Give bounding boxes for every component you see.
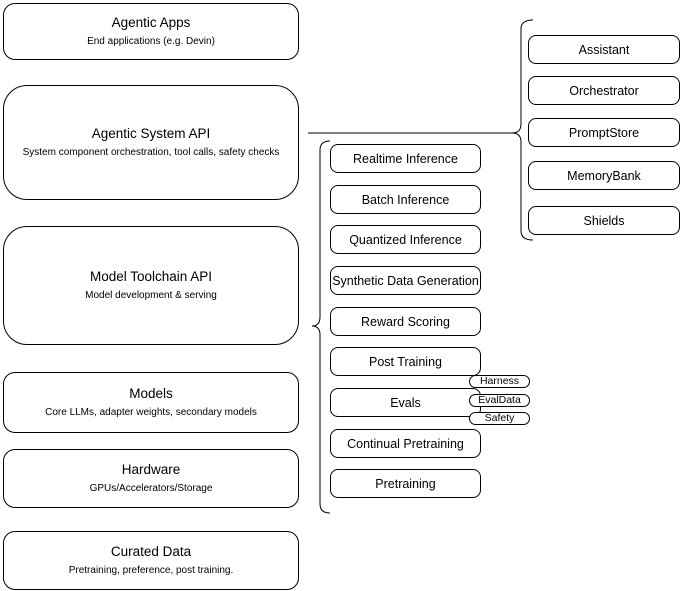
node-subtitle: End applications (e.g. Devin) [87,36,215,47]
evals-tag-harness: Harness [469,375,530,388]
node-models: Models Core LLMs, adapter weights, secon… [3,372,299,433]
node-title: Curated Data [110,544,192,559]
node-curated-data: Curated Data Pretraining, preference, po… [3,531,299,590]
node-agentic-system-api: Agentic System API System component orch… [3,85,299,200]
node-title: Models [129,386,173,401]
node-title: Agentic System API [91,126,211,141]
node-title: Model Toolchain API [89,269,213,284]
node-title: Agentic Apps [111,15,191,30]
component-promptstore: PromptStore [528,118,680,147]
toolchain-item-realtime-inference: Realtime Inference [330,144,481,173]
component-orchestrator: Orchestrator [528,76,680,105]
toolchain-item-evals: Evals [330,388,481,417]
component-memorybank: MemoryBank [528,161,680,190]
node-subtitle: Core LLMs, adapter weights, secondary mo… [45,407,257,418]
toolchain-item-quantized-inference: Quantized Inference [330,225,481,254]
component-shields: Shields [528,206,680,235]
node-title: Hardware [121,462,181,477]
toolchain-item-pretraining: Pretraining [330,469,481,498]
node-subtitle: Model development & serving [85,290,217,301]
node-agentic-apps: Agentic Apps End applications (e.g. Devi… [3,3,299,60]
node-subtitle: System component orchestration, tool cal… [22,147,280,158]
evals-tag-evaldata: EvalData [469,394,530,407]
toolchain-item-continual-pretraining: Continual Pretraining [330,429,481,458]
evals-tag-safety: Safety [469,412,530,425]
toolchain-item-reward-scoring: Reward Scoring [330,307,481,336]
node-model-toolchain-api: Model Toolchain API Model development & … [3,226,299,345]
toolchain-item-post-training: Post Training [330,347,481,376]
toolchain-item-synthetic-data-generation: Synthetic Data Generation [330,266,481,295]
node-hardware: Hardware GPUs/Accelerators/Storage [3,449,299,508]
node-subtitle: Pretraining, preference, post training. [68,565,234,576]
node-subtitle: GPUs/Accelerators/Storage [89,483,213,494]
toolchain-item-batch-inference: Batch Inference [330,185,481,214]
toolchain-brace [311,140,331,514]
component-assistant: Assistant [528,35,680,64]
